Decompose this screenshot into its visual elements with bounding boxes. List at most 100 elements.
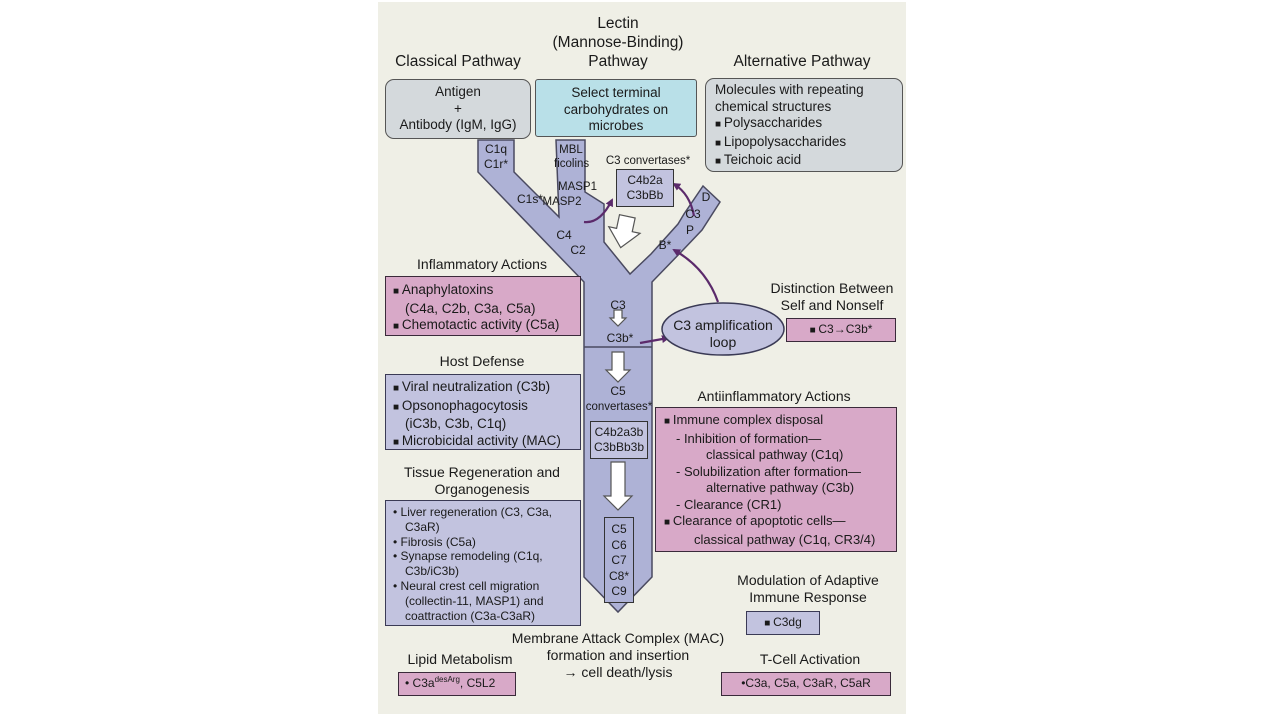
tissue-box: Liver regeneration (C3, C3a, C3aR) Fibro… [385,500,581,626]
c2-label: C2 [570,243,586,257]
diagram-panel: Classical Pathway Lectin (Mannose-Bindin… [378,2,906,714]
classical-pathway-title: Classical Pathway [395,53,521,70]
mac-line: formation and insertion [546,647,690,663]
antiinflammatory-item: - Solubilization after formation— [676,463,861,479]
inflammatory-item: Chemotactic activity (C5a) [393,317,580,336]
mac-caption: Membrane Attack Complex (MAC) formation … [498,630,738,681]
loop-line: C3 amplification [673,317,773,333]
tissue-item: Synapse remodeling (C1q, [393,549,580,564]
alternative-pathway-title: Alternative Pathway [733,53,871,70]
amplification-loop [661,302,785,356]
flow-arrow-mac [602,461,634,511]
c3-label: C3 [610,298,626,312]
terminal-item: C8* [608,568,629,583]
inflammatory-title: Inflammatory Actions [417,256,547,272]
trigger-line: Antigen [435,84,481,99]
distinction-title-line: Distinction Between [770,280,894,296]
amplification-loop-label: C3 amplification loop [662,317,784,351]
tissue-item: Neural crest cell migration [393,579,580,594]
terminal-item: C7 [611,553,627,567]
terminal-item: C9 [611,584,627,598]
antiinflammatory-title: Antiinflammatory Actions [697,388,851,404]
tcell-box: •C3a, C5a, C3aR, C5aR [721,672,891,696]
c3-convertases-label: C3 convertases* [605,155,691,167]
inflammatory-item: Anaphylatoxins [393,282,580,301]
tissue-item: coattraction (C3a-C3aR) [405,608,536,623]
tcell-bullet: • [741,676,746,690]
adaptive-box: C3dg [746,611,820,635]
arrow-loop-to-b [672,249,720,303]
antiinflammatory-item: alternative pathway (C3b) [706,480,855,495]
mbl-label: MBL [559,144,583,156]
distinction-item: C3→C3b* [810,322,873,336]
b-label: B* [658,238,672,252]
host-defense-item: Opsonophagocytosis [393,398,580,417]
inflammatory-item: (C4a, C2b, C3a, C5a) [405,300,536,316]
convertase-item: C3bBb3b [593,439,645,454]
adaptive-title-line: Immune Response [749,589,867,605]
loop-line: loop [709,334,737,350]
c3b-label: C3b* [606,331,634,345]
adaptive-item: C3dg [764,615,802,629]
complement-cascade-diagram [477,139,785,614]
lipid-item-base: C3a [412,676,435,690]
tissue-item: C3aR) [405,519,440,534]
alternative-trigger-box: Molecules with repeating chemical struct… [705,78,903,172]
c1q-label: C1q [484,142,507,156]
trigger-line: chemical structures [715,98,832,114]
lectin-pathway-title: Lectin (Mannose-Binding) Pathway [538,14,698,71]
antiinflammatory-item: Immune complex disposal [664,412,896,431]
tissue-title: Tissue Regeneration and Organogenesis [378,464,586,498]
c4-label: C4 [556,228,572,242]
adaptive-title: Modulation of Adaptive Immune Response [708,572,908,606]
lectin-title-line: (Mannose-Binding) [552,34,684,51]
arrow-alt-to-convertase [672,182,696,217]
lipid-item-sup: desArg [434,675,460,684]
d-label: D [701,190,711,204]
tissue-item: Fibrosis (C5a) [393,535,580,550]
masp1-label: MASP1 [558,181,597,193]
lipid-bullet: • [405,676,413,690]
tissue-item: Liver regeneration (C3, C3a, [393,505,580,520]
p-label: P [685,223,694,237]
lectin-title-line: Lectin [597,15,639,32]
host-defense-item: Viral neutralization (C3b) [393,379,580,398]
antiinflammatory-item: classical pathway (C1q, CR3/4) [694,531,876,547]
c1s-label: C1s* [516,192,543,206]
terminal-components-box: C5 C6 C7 C8* C9 [604,517,634,603]
tissue-item: C3b/iC3b) [405,564,460,579]
flow-arrow-c5 [604,351,632,383]
convertase-item: C4b2a [627,173,663,187]
terminal-item: C6 [611,537,627,552]
tcell-title: T-Cell Activation [759,651,861,667]
c5-label: C5 [610,384,626,398]
distinction-title-line: Self and Nonself [780,297,884,313]
antiinflammatory-item: classical pathway (C1q) [706,447,844,462]
lipid-box: • C3adesArg, C5L2 [398,672,516,696]
antiinflammatory-item: Clearance of apoptotic cells— [664,513,896,532]
host-defense-item: (iC3b, C3b, C1q) [405,416,507,431]
c3-alt-label: C3 [685,207,701,221]
trigger-line: Molecules with repeating [715,82,864,97]
mac-line: → cell death/lysis [563,664,673,680]
trigger-line: microbes [588,118,644,133]
host-defense-box: Viral neutralization (C3b) Opsonophagocy… [385,374,581,450]
lectin-title-line: Pathway [588,53,648,70]
mac-line: Membrane Attack Complex (MAC) [511,630,725,646]
c1r-label: C1r* [483,157,508,171]
host-defense-item: Microbicidal activity (MAC) [393,433,580,452]
arrow-c3b-to-loop [639,335,670,345]
trigger-item: Lipopolysaccharides [715,134,902,153]
trigger-line: + [454,100,462,116]
distinction-box: C3→C3b* [786,318,896,342]
antiinflammatory-item: - Inhibition of formation— [676,430,822,446]
trigger-line: Select terminal [571,85,661,100]
flow-arrow-convertase [607,213,642,249]
tissue-item: (collectin-11, MASP1) and [405,593,544,608]
lectin-trigger-box: Select terminal carbohydrates on microbe… [535,79,697,137]
lipid-title: Lipid Metabolism [407,651,513,667]
host-defense-title: Host Defense [439,353,525,369]
adaptive-title-line: Modulation of Adaptive [737,572,879,588]
distinction-title: Distinction Between Self and Nonself [758,280,906,314]
trigger-line: Antibody (IgM, IgG) [399,117,517,132]
